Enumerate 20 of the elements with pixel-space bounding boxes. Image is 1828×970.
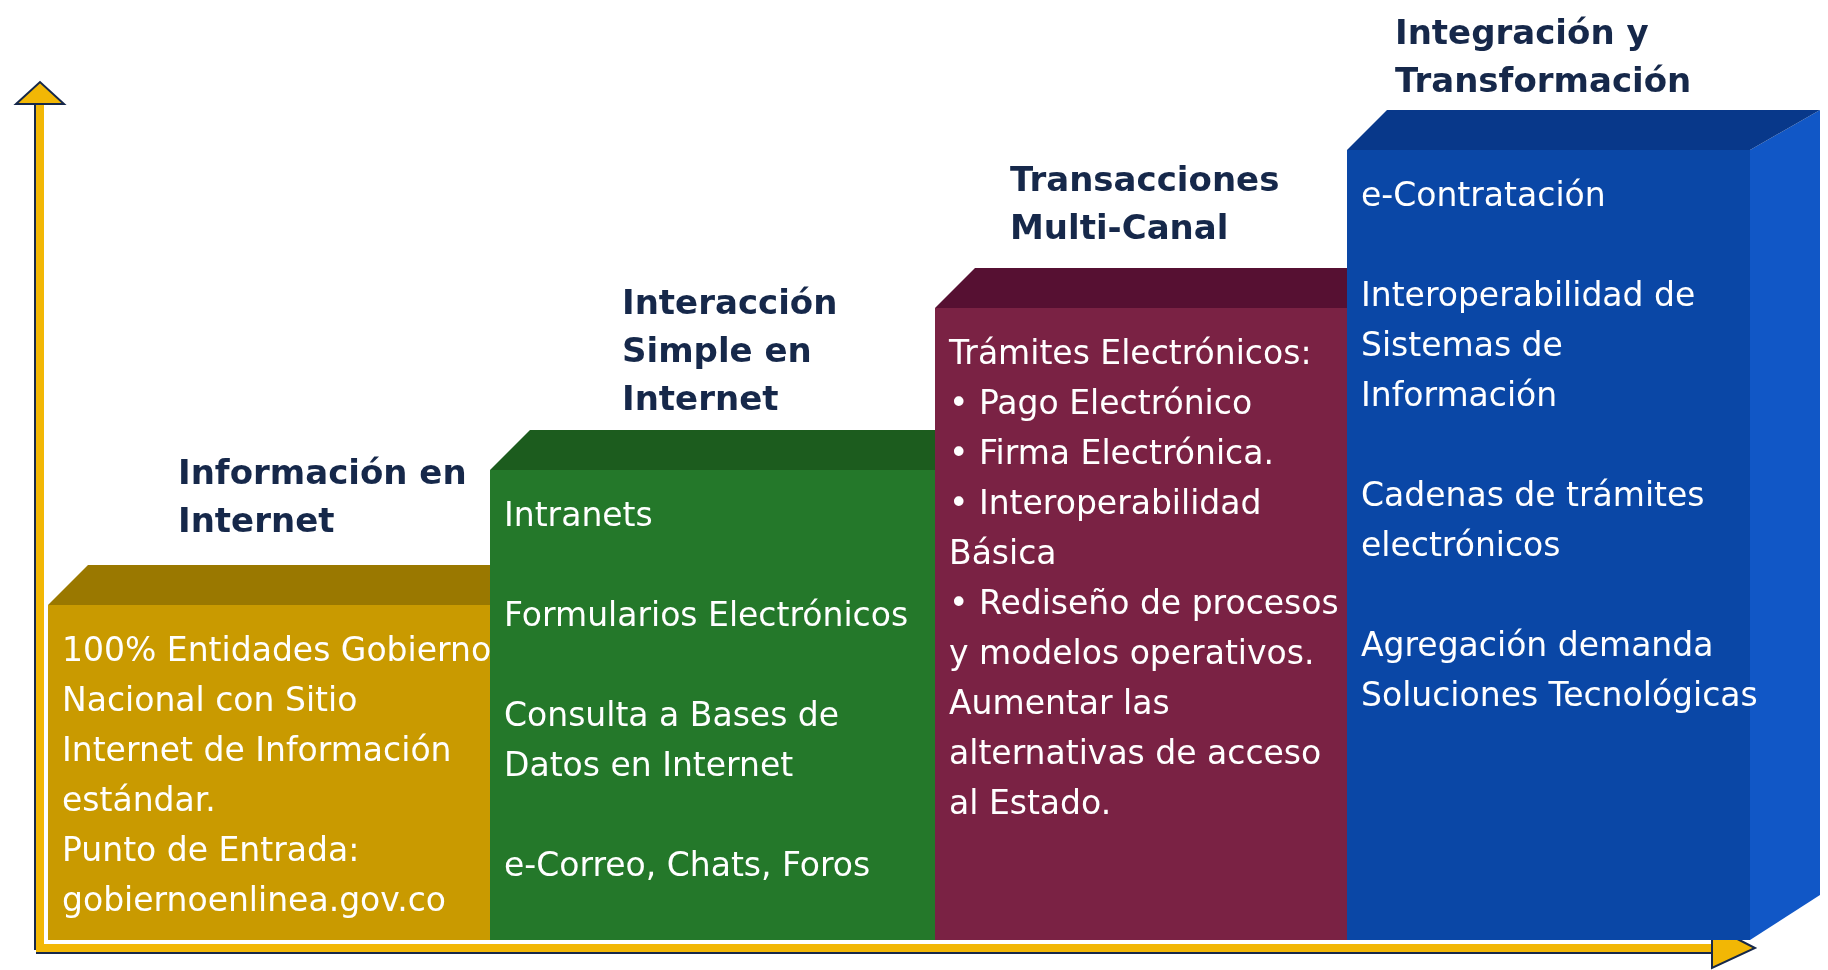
step-text: e-Correo, Chats, Foros: [504, 844, 872, 886]
step-heading: Integración y Transformación: [1395, 11, 1693, 102]
step-text: Interoperabilidad de Sistemas de Información: [1361, 274, 1697, 416]
step-text: 100% Entidades Gobierno Nacional con Sitio Internet de Información estándar.: [62, 629, 492, 821]
step-text: Punto de Entrada: gobiernoenlinea.gov.co: [62, 829, 448, 921]
step-heading: Interacción Simple en Internet: [622, 281, 839, 420]
step-text: • Pago Electrónico: [949, 382, 1254, 424]
step-text: e-Contratación: [1361, 174, 1607, 216]
step-text: Cadenas de trámites electrónicos: [1361, 474, 1706, 566]
step-heading: Transacciones Multi-Canal: [1010, 158, 1281, 249]
step-text: • Firma Electrónica.: [949, 432, 1275, 474]
step-text: • Rediseño de procesos y modelos operativos.: [949, 582, 1340, 674]
step-text: Aumentar las alternativas de acceso al Estado.: [949, 682, 1323, 824]
step-text: Consulta a Bases de Datos en Internet: [504, 694, 841, 786]
step-text: • Interoperabilidad Básica: [949, 482, 1263, 574]
step-text: Agregación demanda Soluciones Tecnológicas: [1361, 624, 1759, 716]
step-text: Intranets: [504, 494, 654, 536]
step-text: Formularios Electrónicos: [504, 594, 910, 636]
step-heading: Información en Internet: [178, 451, 468, 542]
step-text: Trámites Electrónicos:: [949, 332, 1313, 374]
